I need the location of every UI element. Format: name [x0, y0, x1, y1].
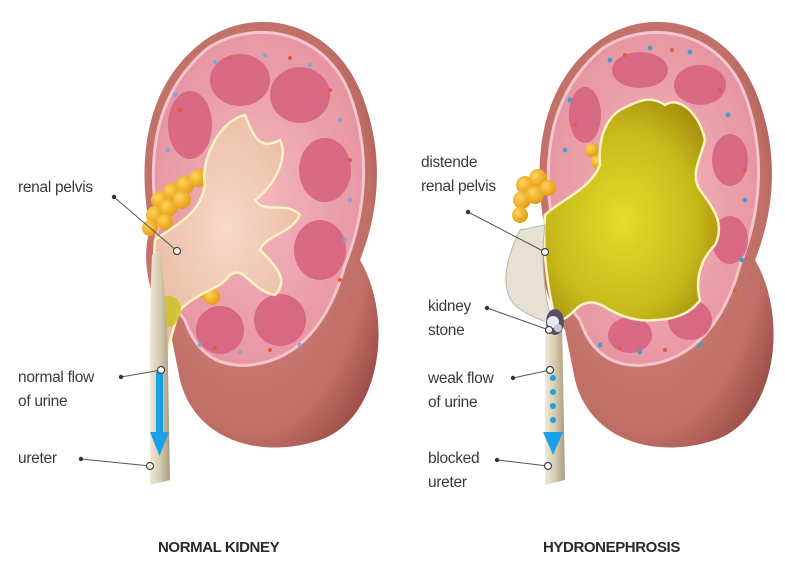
caption-hydronephrosis: HYDRONEPHROSIS — [543, 539, 680, 556]
vessel-dots-red — [178, 56, 352, 352]
hydronephrosis-kidney — [465, 21, 774, 485]
vessel-dots-red — [573, 48, 747, 352]
vessel-dots-blue — [562, 45, 748, 355]
vessel-dots-blue — [165, 52, 353, 355]
kidney-stone — [546, 309, 564, 335]
label-blocked-ureter-line1: blocked — [428, 450, 480, 467]
renal-pelvis-distended — [542, 98, 721, 322]
label-renal-pelvis: renal pelvis — [18, 179, 93, 196]
renal-pelvis-normal — [152, 113, 302, 367]
label-kidney-stone-line1: kidney — [428, 298, 472, 315]
label-normal-flow-line2: of urine — [18, 393, 68, 410]
weak-flow-arrow-head — [543, 432, 563, 455]
normal-kidney — [78, 21, 379, 485]
normal-flow-arrow-shaft — [156, 372, 163, 434]
label-weak-flow-line1: weak flow — [428, 370, 494, 387]
caption-normal-kidney: NORMAL KIDNEY — [158, 539, 280, 556]
weak-flow-dots — [550, 375, 556, 423]
label-distende-line1: distende — [421, 154, 478, 171]
label-weak-flow-line2: of urine — [428, 394, 478, 411]
label-blocked-ureter-line2: ureter — [428, 474, 467, 491]
normal-flow-arrow-head — [150, 432, 169, 456]
label-kidney-stone-line2: stone — [428, 322, 465, 339]
label-normal-flow-line1: normal flow — [18, 369, 94, 386]
label-distende-line2: renal pelvis — [421, 178, 496, 195]
renal-sinus-fat — [512, 143, 605, 223]
ureter-blocked — [545, 320, 565, 485]
label-ureter: ureter — [18, 450, 57, 467]
medullary-pyramids — [168, 54, 351, 354]
